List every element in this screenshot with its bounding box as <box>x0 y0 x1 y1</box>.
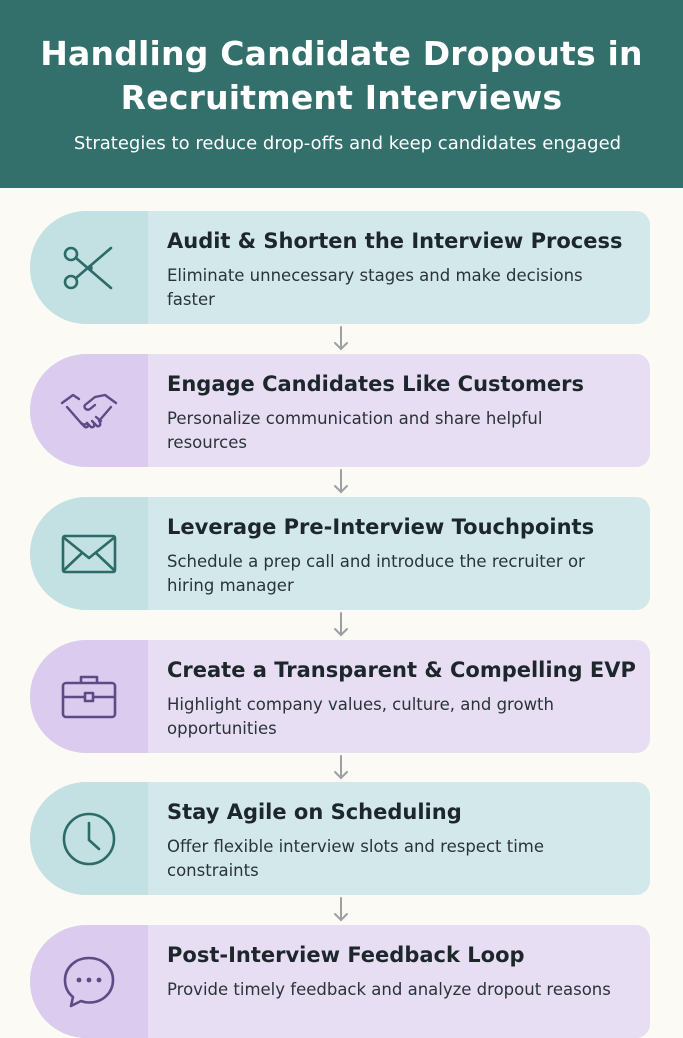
arrow-down-icon <box>334 469 348 494</box>
handshake-icon <box>60 393 118 429</box>
arrow-down-icon <box>334 326 348 351</box>
step-card-touchpoints: Leverage Pre-Interview Touchpoints Sched… <box>30 497 650 610</box>
step-icon-area <box>30 640 148 753</box>
step-card-evp: Create a Transparent & Compelling EVP Hi… <box>30 640 650 753</box>
step-icon-area <box>30 782 148 895</box>
step-card-audit: Audit & Shorten the Interview Process El… <box>30 211 650 324</box>
step-card-engage: Engage Candidates Like Customers Persona… <box>30 354 650 467</box>
page-title: Handling Candidate Dropouts in Recruitme… <box>0 32 683 120</box>
step-description: Personalize communication and share help… <box>167 409 543 452</box>
title-line-1: Handling Candidate Dropouts in <box>40 34 643 73</box>
page-subtitle: Strategies to reduce drop-offs and keep … <box>73 133 622 154</box>
step-description: Schedule a prep call and introduce the r… <box>167 552 585 595</box>
step-title: Audit & Shorten the Interview Process <box>167 229 623 253</box>
step-description: Offer flexible interview slots and respe… <box>167 837 545 880</box>
scissors-icon <box>63 246 113 290</box>
step-icon-area <box>30 925 148 1038</box>
header-banner: Handling Candidate Dropouts in Recruitme… <box>0 0 683 188</box>
step-description: Provide timely feedback and analyze drop… <box>167 980 611 999</box>
clock-icon <box>62 812 116 866</box>
step-icon-area <box>30 354 148 467</box>
step-title: Engage Candidates Like Customers <box>167 372 584 396</box>
step-card-scheduling: Stay Agile on Scheduling Offer flexible … <box>30 782 650 895</box>
title-line-2: Recruitment Interviews <box>120 78 563 117</box>
chat-bubble-icon <box>63 956 115 1008</box>
step-title: Post-Interview Feedback Loop <box>167 943 525 967</box>
step-title: Stay Agile on Scheduling <box>167 800 462 824</box>
step-card-feedback: Post-Interview Feedback Loop Provide tim… <box>30 925 650 1038</box>
step-title: Create a Transparent & Compelling EVP <box>167 658 636 682</box>
arrow-down-icon <box>334 612 348 637</box>
step-icon-area <box>30 211 148 324</box>
step-icon-area <box>30 497 148 610</box>
arrow-down-icon <box>334 755 348 780</box>
envelope-icon <box>61 534 117 574</box>
step-description: Highlight company values, culture, and g… <box>167 695 554 738</box>
briefcase-icon <box>61 675 117 719</box>
arrow-down-icon <box>334 897 348 922</box>
step-description: Eliminate unnecessary stages and make de… <box>167 266 583 309</box>
step-title: Leverage Pre-Interview Touchpoints <box>167 515 595 539</box>
